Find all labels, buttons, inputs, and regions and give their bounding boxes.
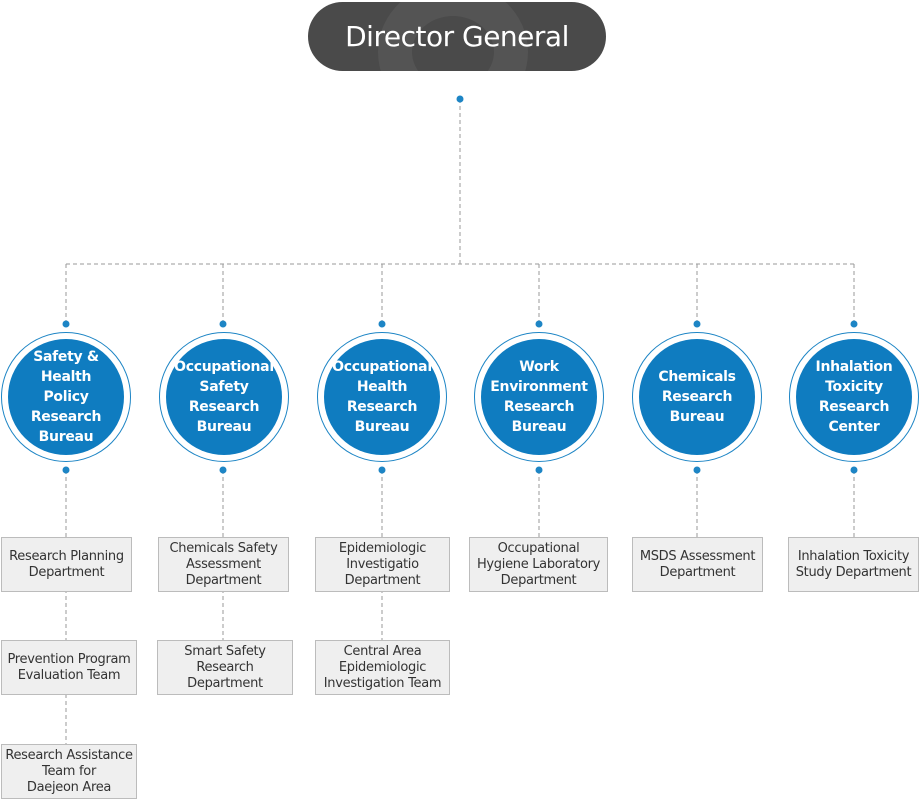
bureau-work-environment: Work Environment Research Bureau [474,332,604,462]
director-general-label: Director General [345,20,569,53]
connector-dot [219,466,227,474]
dept-inhalation-toxicity-study: Inhalation Toxicity Study Department [788,537,919,592]
dept-epidemiologic-investigation: Epidemiologic Investigatio Department [315,537,450,592]
connector-dot [535,320,543,328]
connector-dot [456,95,464,103]
bureau-label: Work Environment Research Bureau [481,339,597,455]
bureau-label: Occupational Health Research Bureau [324,339,440,455]
bureau-label: Occupational Safety Research Bureau [166,339,282,455]
dept-chemicals-safety-assessment: Chemicals Safety Assessment Department [158,537,289,592]
connector-dot [378,466,386,474]
dept-research-assistance-daejeon: Research Assistance Team for Daejeon Are… [1,744,137,799]
dept-research-planning: Research Planning Department [1,537,132,592]
connector-dot [693,320,701,328]
dept-occupational-hygiene-lab: Occupational Hygiene Laboratory Departme… [469,537,608,592]
dept-central-area-epidemiologic: Central Area Epidemiologic Investigation… [315,640,450,695]
connector-dot [535,466,543,474]
bureau-chemicals-research: Chemicals Research Bureau [632,332,762,462]
bureau-occupational-health: Occupational Health Research Bureau [317,332,447,462]
bureau-label: Chemicals Research Bureau [639,339,755,455]
dept-msds-assessment: MSDS Assessment Department [632,537,763,592]
connector-dot [850,320,858,328]
bureau-occupational-safety: Occupational Safety Research Bureau [159,332,289,462]
connector-dot [693,466,701,474]
connector-dot [62,466,70,474]
connector-dot [219,320,227,328]
dept-smart-safety-research: Smart Safety Research Department [157,640,293,695]
connector-dot [378,320,386,328]
connector-dot [850,466,858,474]
director-general-node: Director General [308,2,606,71]
dept-prevention-program-evaluation: Prevention Program Evaluation Team [1,640,137,695]
connector-dot [62,320,70,328]
center-inhalation-toxicity: Inhalation Toxicity Research Center [789,332,919,462]
bureau-label: Safety & Health Policy Research Bureau [8,339,124,455]
bureau-label: Inhalation Toxicity Research Center [796,339,912,455]
bureau-safety-health-policy: Safety & Health Policy Research Bureau [1,332,131,462]
